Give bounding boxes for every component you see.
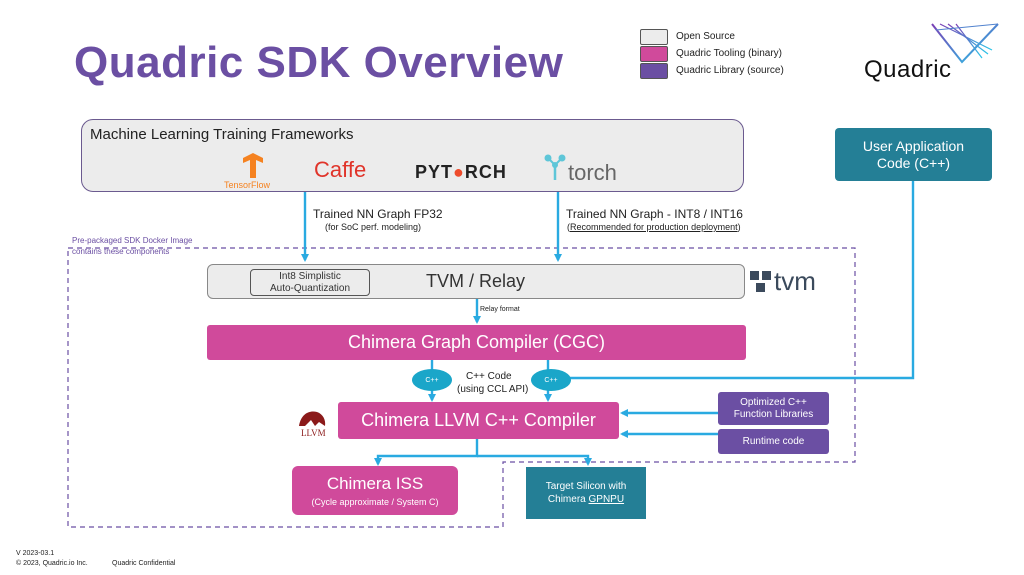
quant-line2: Auto-Quantization — [269, 282, 351, 294]
tvm-relay-box: TVM / Relay Int8 Simplistic Auto-Quantiz… — [207, 264, 745, 299]
legend-swatch — [640, 62, 668, 79]
recommended-link[interactable]: Recommended for production deployment — [570, 222, 738, 232]
pytorch-logo: PYT●RCH — [415, 162, 507, 183]
libraries-line1: Optimized C++ — [740, 396, 807, 408]
cgc-label: Chimera Graph Compiler (CGC) — [347, 332, 606, 352]
silicon-prefix: Chimera — [547, 494, 589, 505]
user-app-line2: Code (C++) — [876, 154, 951, 171]
graph-fp32-label: Trained NN Graph FP32 — [313, 207, 443, 221]
llvm-logo: LLVM — [293, 408, 333, 442]
caffe-logo: Caffe — [314, 157, 367, 182]
cpp-code-sublabel: (using CCL API) — [457, 384, 529, 395]
ml-frameworks-title: Machine Learning Training Frameworks — [90, 126, 354, 143]
quadric-logo: Quadric — [860, 20, 1010, 83]
tvm-logo-text: tvm — [774, 266, 816, 296]
user-application-box: User Application Code (C++) — [835, 128, 992, 181]
tensorflow-label: TensorFlow — [224, 180, 271, 190]
torch-icon — [544, 154, 566, 180]
tvm-logo: tvm — [748, 266, 838, 296]
cpp-bubble-label: C++ — [544, 376, 558, 384]
pytorch-text-left: PYT — [415, 162, 454, 182]
pytorch-text-right: RCH — [464, 162, 507, 182]
user-app-line1: User Application — [862, 137, 965, 154]
libraries-line2: Function Libraries — [733, 408, 814, 420]
silicon-line1: Target Silicon with — [545, 481, 627, 492]
page-title: Quadric SDK Overview — [74, 38, 564, 87]
quadric-logo-icon — [931, 23, 999, 64]
footer-confidential: Quadric Confidential — [112, 560, 176, 567]
cpp-bubble-label: C++ — [425, 376, 439, 384]
pytorch-flame-icon: ● — [453, 162, 465, 182]
docker-label-line1: Pre-packaged SDK Docker Image — [72, 236, 193, 245]
runtime-code-box: Runtime code — [718, 429, 829, 454]
silicon-line2: Chimera GPNPU — [548, 493, 624, 506]
legend-label: Quadric Tooling (binary) — [676, 48, 782, 59]
chimera-iss-box: Chimera ISS (Cycle approximate / System … — [292, 466, 458, 515]
graph-int8-label: Trained NN Graph - INT8 / INT16 — [566, 207, 743, 221]
legend-label: Open Source — [676, 31, 735, 42]
iss-title: Chimera ISS — [326, 474, 424, 493]
docker-label-line2: contains these components — [72, 247, 170, 256]
legend-item-tooling: Quadric Tooling (binary) — [640, 45, 784, 62]
target-silicon-box: Target Silicon with Chimera GPNPU — [526, 467, 646, 519]
legend-item-open-source: Open Source — [640, 28, 784, 45]
llvm-compiler-label: Chimera LLVM C++ Compiler — [361, 410, 596, 430]
cpp-bubble-left: C++ — [412, 369, 452, 391]
graph-int8-paren-open: ( — [567, 222, 570, 232]
gpnpu-link[interactable]: GPNPU — [588, 494, 625, 505]
runtime-code-label: Runtime code — [742, 436, 805, 447]
graph-int8-paren-close: ) — [737, 222, 741, 232]
legend-item-library: Quadric Library (source) — [640, 62, 784, 79]
cgc-box: Chimera Graph Compiler (CGC) — [207, 325, 746, 360]
iss-subtitle: (Cycle approximate / System C) — [311, 497, 439, 507]
graph-int8-sublabel: (Recommended for production deployment) — [567, 222, 741, 232]
llvm-compiler-box: Chimera LLVM C++ Compiler — [338, 402, 619, 439]
legend-label: Quadric Library (source) — [676, 65, 784, 76]
auto-quantization-box: Int8 Simplistic Auto-Quantization — [250, 269, 370, 296]
legend-swatch — [640, 45, 668, 62]
relay-format-label: Relay format — [480, 306, 520, 313]
quant-line1: Int8 Simplistic — [279, 270, 341, 282]
llvm-dragon-icon — [299, 411, 326, 426]
footer-version: V 2023-03.1 — [16, 550, 55, 557]
llvm-logo-text: LLVM — [301, 428, 326, 438]
tensorflow-icon — [243, 153, 263, 178]
tvm-relay-label: TVM / Relay — [426, 271, 526, 291]
cpp-bubble-right: C++ — [531, 369, 571, 391]
graph-fp32-sublabel: (for SoC perf. modeling) — [325, 222, 422, 232]
logo-text: Quadric — [864, 56, 952, 83]
legend-swatch — [640, 28, 668, 45]
cpp-code-label: C++ Code — [466, 371, 512, 382]
footer-copyright: © 2023, Quadric.io Inc. — [16, 560, 88, 567]
tvm-logo-icon — [750, 271, 771, 292]
optimized-libraries-box: Optimized C++ Function Libraries — [718, 392, 829, 425]
legend: Open Source Quadric Tooling (binary) Qua… — [640, 28, 784, 79]
ml-frameworks-box: Machine Learning Training Frameworks Ten… — [81, 119, 744, 192]
torch-label: torch — [568, 160, 617, 185]
